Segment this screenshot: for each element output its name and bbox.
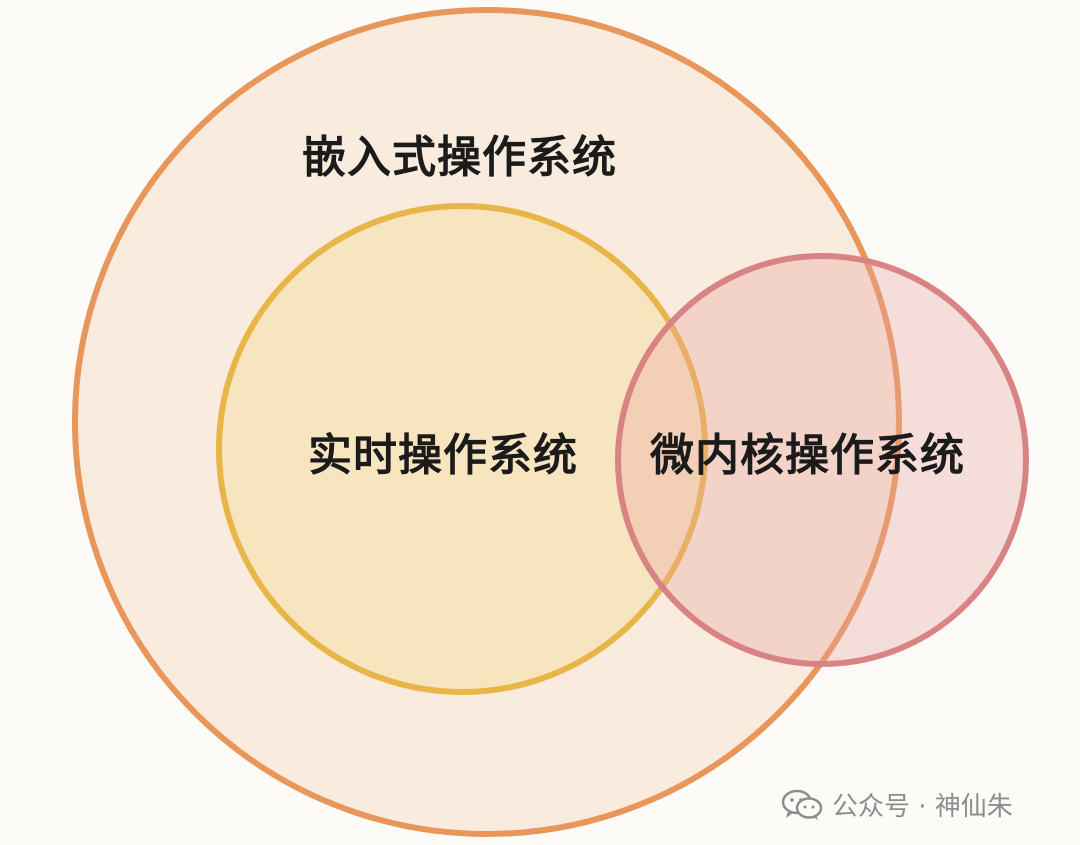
left-circle-label: 实时操作系统: [308, 430, 578, 481]
watermark-text: 公众号 · 神仙朱: [832, 792, 1013, 822]
right-circle-label: 微内核操作系统: [650, 430, 965, 481]
watermark: 公众号 · 神仙朱: [780, 786, 1013, 823]
outer-circle-label: 嵌入式操作系统: [302, 132, 617, 183]
inner-circle-realtime-os: [216, 203, 708, 695]
right-circle-microkernel-os: [615, 253, 1029, 667]
wechat-icon: [781, 789, 823, 820]
